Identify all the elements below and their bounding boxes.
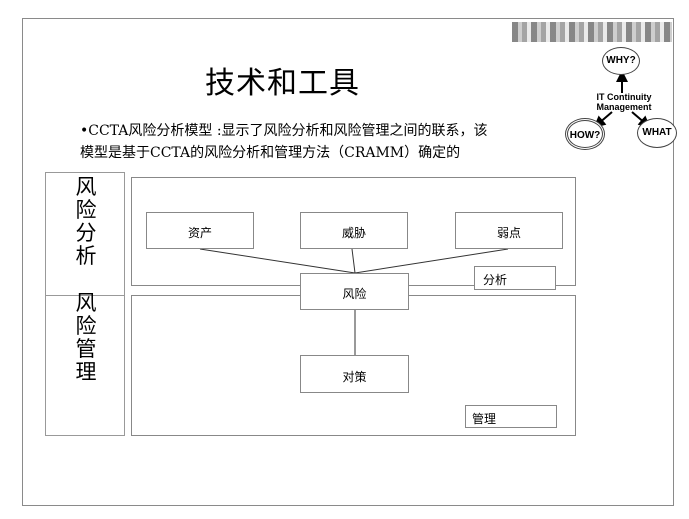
bullet-text: •CCTA风险分析模型 :显示了风险分析和风险管理之间的联系，该 模型是基于CC… <box>80 120 560 164</box>
management-vertical-label: 风 险 管 理 <box>75 291 97 384</box>
threats-node: 威胁 <box>300 212 408 249</box>
bullet-line-2: 模型是基于CCTA的风险分析和管理方法（CRAMM）确定的 <box>80 145 461 161</box>
analysis-vertical-label: 风 险 分 析 <box>75 175 97 268</box>
slide-frame <box>22 18 674 506</box>
why-badge: WHY? <box>602 47 640 75</box>
risk-node: 风险 <box>300 273 409 310</box>
side-label-panel <box>45 172 125 436</box>
how-badge-label: HOW? <box>569 130 601 141</box>
countermeasures-node: 对策 <box>300 355 409 393</box>
risk-label: 风险 <box>342 287 367 301</box>
why-badge-label: WHY? <box>606 55 636 66</box>
management-tag-label: 管理 <box>472 412 497 426</box>
what-badge: WHAT <box>637 118 677 148</box>
management-tag: 管理 <box>465 405 557 428</box>
how-badge: HOW? <box>565 118 605 150</box>
what-badge-label: WHAT <box>642 127 672 138</box>
assets-node: 资产 <box>146 212 254 249</box>
badge-center-text: IT Continuity Management <box>596 92 652 112</box>
header-decoration <box>512 22 672 42</box>
analysis-tag: 分析 <box>474 266 556 290</box>
slide-title: 技术和工具 <box>205 66 360 101</box>
bullet-line-1: •CCTA风险分析模型 :显示了风险分析和风险管理之间的联系，该 <box>80 123 488 139</box>
countermeasures-label: 对策 <box>342 370 367 384</box>
side-label-divider <box>45 295 125 296</box>
threats-label: 威胁 <box>341 226 366 240</box>
vulnerabilities-node: 弱点 <box>455 212 563 249</box>
assets-label: 资产 <box>187 226 212 240</box>
vulnerabilities-label: 弱点 <box>496 226 521 240</box>
analysis-tag-label: 分析 <box>483 273 508 287</box>
